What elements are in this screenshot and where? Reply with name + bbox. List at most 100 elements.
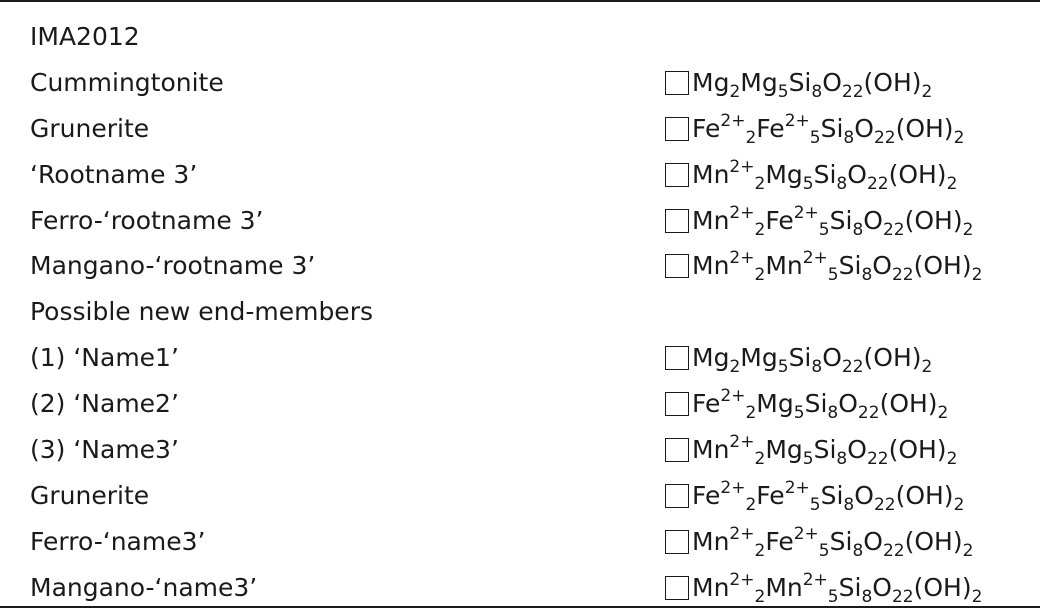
formula-element: Fe	[756, 480, 785, 510]
formula-subscript: 8	[861, 265, 873, 286]
mineral-name: (3) ‘Name3’	[30, 435, 179, 465]
formula-subscript: 2	[745, 494, 757, 515]
formula-element: Mn	[692, 159, 730, 189]
formula-subscript: 2	[754, 540, 766, 561]
chemical-formula: Mn2+2Fe2+5Si8O22(OH)2	[665, 198, 973, 244]
formula-element: Mg	[692, 67, 730, 97]
chemical-formula: Mn2+2Fe2+5Si8O22(OH)2	[665, 519, 973, 565]
table-row: IMA2012	[0, 14, 1040, 60]
chemical-formula: Fe2+2Mg5Si8O22(OH)2	[665, 381, 948, 427]
mineral-name: Mangano-‘name3’	[30, 572, 258, 602]
formula-subscript: 8	[811, 81, 823, 102]
formula-superscript: 2+	[729, 432, 755, 453]
chemical-formula: Mg2Mg5Si8O22(OH)2	[665, 60, 932, 106]
mineral-name: Mangano-‘rootname 3’	[30, 251, 316, 281]
formula-element: Si	[813, 435, 837, 465]
formula-subscript: 2	[754, 173, 766, 194]
formula-subscript: 5	[777, 81, 789, 102]
formula-element: Si	[820, 480, 844, 510]
empty-box-glyph-icon	[665, 483, 689, 508]
formula-subscript: 2	[754, 219, 766, 240]
formula-element: O	[872, 251, 892, 281]
chemical-formula: Mn2+2Mn2+5Si8O22(OH)2	[665, 243, 982, 289]
formula-superscript: 2+	[784, 110, 810, 131]
formula-element: (OH)	[895, 480, 954, 510]
mineral-name: Ferro-‘name3’	[30, 526, 206, 556]
formula-subscript: 2	[937, 403, 949, 424]
formula-subscript: 5	[802, 449, 814, 470]
formula-subscript: 2	[754, 586, 766, 607]
formula-element: (OH)	[913, 251, 972, 281]
formula-subscript: 22	[873, 127, 896, 148]
mineral-name: ‘Rootname 3’	[30, 159, 198, 189]
formula-subscript: 2	[729, 81, 741, 102]
chemical-formula: Mg2Mg5Si8O22(OH)2	[665, 335, 932, 381]
formula-element: Si	[829, 526, 853, 556]
formula-subscript: 8	[843, 127, 855, 148]
formula-element: Si	[829, 205, 853, 235]
formula-subscript: 2	[971, 265, 983, 286]
formula-element: Mn	[692, 572, 730, 602]
empty-box-glyph-icon	[665, 208, 689, 233]
chemical-formula: Mn2+2Mg5Si8O22(OH)2	[665, 427, 957, 473]
formula-subscript: 2	[946, 173, 958, 194]
formula-element: Mg	[765, 159, 803, 189]
formula-element: Fe	[692, 389, 721, 419]
formula-subscript: 2	[921, 81, 933, 102]
formula-element: (OH)	[895, 113, 954, 143]
formula-superscript: 2+	[720, 110, 746, 131]
formula-element: O	[854, 113, 874, 143]
formula-superscript: 2+	[784, 477, 810, 498]
formula-element: O	[872, 572, 892, 602]
formula-element: (OH)	[904, 205, 963, 235]
formula-superscript: 2+	[802, 569, 828, 590]
formula-subscript: 2	[971, 586, 983, 607]
formula-element: (OH)	[904, 526, 963, 556]
formula-element: Mg	[765, 435, 803, 465]
formula-element: (OH)	[863, 67, 922, 97]
formula-subscript: 22	[866, 449, 889, 470]
formula-subscript: 22	[882, 219, 905, 240]
formula-subscript: 5	[818, 219, 830, 240]
chemical-formula: Mn2+2Mg5Si8O22(OH)2	[665, 152, 957, 198]
formula-subscript: 22	[873, 494, 896, 515]
table-row: Mangano-‘name3’Mn2+2Mn2+5Si8O22(OH)2	[0, 565, 1040, 611]
formula-element: Fe	[692, 480, 721, 510]
formula-element: (OH)	[888, 159, 947, 189]
formula-subscript: 2	[745, 127, 757, 148]
formula-subscript: 2	[745, 403, 757, 424]
formula-element: (OH)	[879, 389, 938, 419]
formula-element: Mg	[740, 343, 778, 373]
formula-element: Si	[804, 389, 828, 419]
formula-subscript: 8	[827, 403, 839, 424]
formula-subscript: 5	[793, 403, 805, 424]
formula-subscript: 8	[861, 586, 873, 607]
formula-superscript: 2+	[729, 202, 755, 223]
table-bottom-rule	[0, 606, 1040, 608]
table-top-rule	[0, 0, 1040, 2]
formula-subscript: 8	[811, 357, 823, 378]
formula-subscript: 8	[836, 449, 848, 470]
formula-subscript: 5	[777, 357, 789, 378]
formula-element: O	[847, 435, 867, 465]
table-row: (1) ‘Name1’Mg2Mg5Si8O22(OH)2	[0, 335, 1040, 381]
formula-subscript: 22	[866, 173, 889, 194]
formula-subscript: 2	[754, 265, 766, 286]
formula-subscript: 5	[827, 265, 839, 286]
empty-box-glyph-icon	[665, 575, 689, 600]
table-row: Ferro-‘name3’Mn2+2Fe2+5Si8O22(OH)2	[0, 519, 1040, 565]
formula-subscript: 5	[809, 127, 821, 148]
mineral-name: Possible new end-members	[30, 297, 373, 327]
formula-subscript: 8	[852, 219, 864, 240]
table-row: (3) ‘Name3’ Mn2+2Mg5Si8O22(OH)2	[0, 427, 1040, 473]
formula-element: Si	[838, 572, 862, 602]
empty-box-glyph-icon	[665, 116, 689, 141]
formula-element: Si	[838, 251, 862, 281]
formula-superscript: 2+	[802, 248, 828, 269]
formula-element: Mn	[692, 251, 730, 281]
formula-element: O	[822, 67, 842, 97]
formula-element: Mn	[692, 435, 730, 465]
formula-subscript: 5	[809, 494, 821, 515]
